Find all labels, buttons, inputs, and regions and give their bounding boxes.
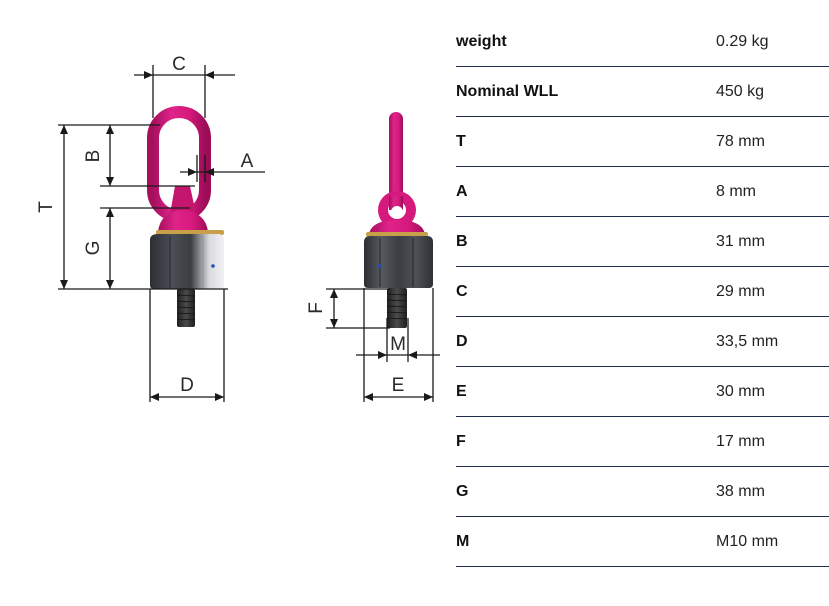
front-collar xyxy=(158,210,208,232)
label-a: A xyxy=(241,151,254,172)
side-view xyxy=(364,112,433,328)
spec-key: F xyxy=(456,433,466,450)
spec-value: 30 mm xyxy=(716,383,765,400)
spec-key: C xyxy=(456,283,468,300)
front-view xyxy=(147,106,224,327)
spec-value: 31 mm xyxy=(716,233,765,250)
spec-value: 0.29 kg xyxy=(716,33,769,50)
spec-row-b: B 31 mm xyxy=(456,217,829,267)
spec-row-g: G 38 mm xyxy=(456,467,829,517)
front-hex-body xyxy=(150,234,224,289)
front-bolt xyxy=(177,289,195,327)
side-collar xyxy=(369,220,425,234)
side-dimensions: F M E xyxy=(306,288,440,402)
technical-drawing: C A T B G D xyxy=(36,54,440,402)
spec-key: Nominal WLL xyxy=(456,83,559,100)
label-c: C xyxy=(172,54,186,75)
spec-row-c: C 29 mm xyxy=(456,267,829,317)
spec-value: 78 mm xyxy=(716,133,765,150)
spec-key: weight xyxy=(456,33,507,50)
spec-key: D xyxy=(456,333,468,350)
front-gold-band xyxy=(156,230,224,235)
spec-row-a: A 8 mm xyxy=(456,167,829,217)
spec-table: weight 0.29 kg Nominal WLL 450 kg T 78 m… xyxy=(456,17,829,567)
label-e: E xyxy=(392,375,405,396)
front-ring-neck xyxy=(170,186,196,214)
spec-value: 38 mm xyxy=(716,483,765,500)
spec-value: M10 mm xyxy=(716,533,779,550)
spec-value: 8 mm xyxy=(716,183,756,200)
spec-value: 33,5 mm xyxy=(716,333,779,350)
label-g: G xyxy=(83,241,104,256)
spec-value: 17 mm xyxy=(716,433,765,450)
spec-value: 29 mm xyxy=(716,283,765,300)
label-b: B xyxy=(83,150,104,163)
label-t: T xyxy=(36,201,57,213)
label-f: F xyxy=(306,302,327,314)
spec-row-weight: weight 0.29 kg xyxy=(456,17,829,67)
spec-key: G xyxy=(456,483,469,500)
side-hex-body xyxy=(364,236,433,288)
spec-row-d: D 33,5 mm xyxy=(456,317,829,367)
side-ring xyxy=(389,112,403,212)
front-dimensions: C A T B G D xyxy=(36,54,265,402)
spec-key: M xyxy=(456,533,470,550)
spec-row-nominal-wll: Nominal WLL 450 kg xyxy=(456,67,829,117)
spec-row-f: F 17 mm xyxy=(456,417,829,467)
spec-row-m: M M10 mm xyxy=(456,517,829,567)
label-d: D xyxy=(180,375,194,396)
spec-row-e: E 30 mm xyxy=(456,367,829,417)
spec-key: A xyxy=(456,183,468,200)
label-m: M xyxy=(390,334,406,355)
spec-key: T xyxy=(456,133,466,150)
spec-value: 450 kg xyxy=(716,83,765,100)
spec-key: E xyxy=(456,383,467,400)
spec-row-t: T 78 mm xyxy=(456,117,829,167)
spec-key: B xyxy=(456,233,468,250)
